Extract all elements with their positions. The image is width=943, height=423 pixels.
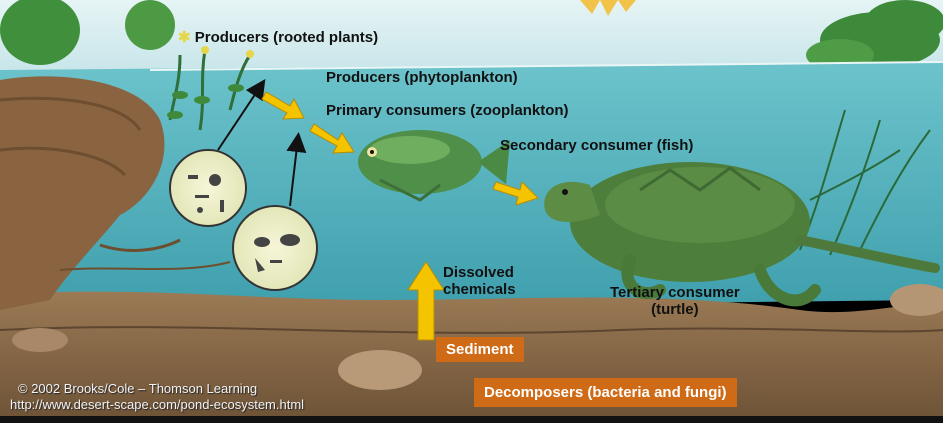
decomposers-label: Decomposers (bacteria and fungi)	[474, 378, 737, 407]
producers-phytoplankton-label: Producers (phytoplankton)	[326, 69, 518, 86]
sediment-label: Sediment	[436, 337, 524, 362]
copyright-credit: © 2002 Brooks/Cole – Thomson Learning	[18, 381, 257, 396]
rock	[12, 328, 68, 352]
zooplankton-circle	[233, 206, 317, 290]
dissolved-line1: Dissolved	[443, 264, 516, 281]
producers-rooted-text: Producers (rooted plants)	[195, 29, 378, 46]
tertiary-consumer-label: Tertiary consumer (turtle)	[610, 284, 740, 319]
rock	[338, 350, 422, 390]
primary-consumers-label: Primary consumers (zooplankton)	[326, 102, 569, 119]
dissolved-line2: chemicals	[443, 281, 516, 298]
secondary-consumer-label: Secondary consumer (fish)	[500, 137, 693, 154]
phytoplankton-circle	[170, 150, 246, 226]
source-url: http://www.desert-scape.com/pond-ecosyst…	[10, 397, 304, 412]
tertiary-line1: Tertiary consumer	[610, 284, 740, 301]
tertiary-line2: (turtle)	[610, 301, 740, 318]
dissolved-chemicals-label: Dissolved chemicals	[443, 264, 516, 299]
producers-rooted-label: ✱ Producers (rooted plants)	[178, 29, 378, 46]
flower-icon: ✱	[178, 29, 191, 46]
